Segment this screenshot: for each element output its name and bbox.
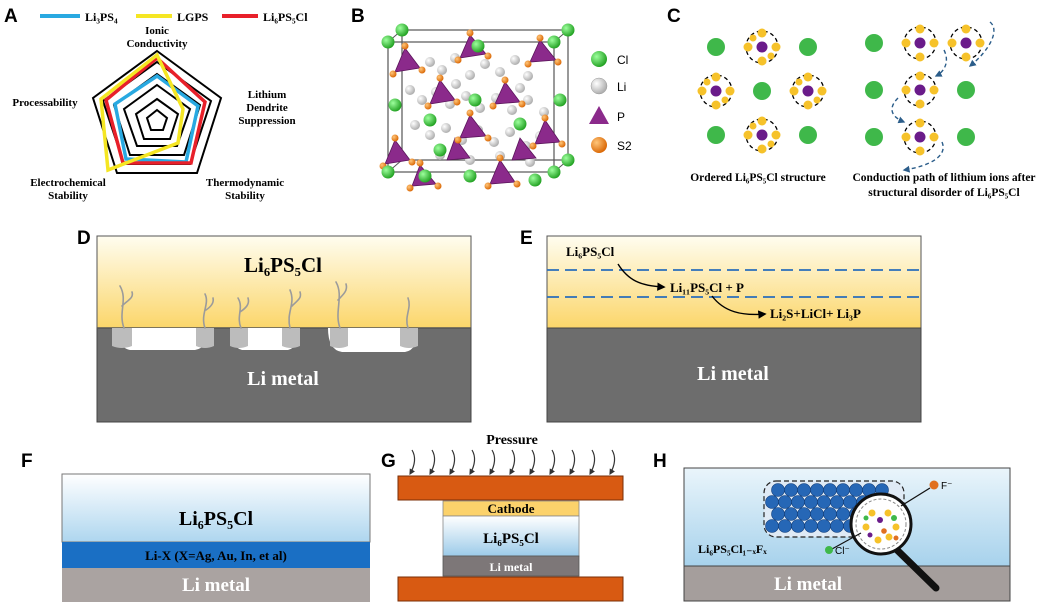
panel-d: D Li₆PS₅Cl Li metal — [77, 228, 472, 423]
caption-disorder-line1: Conduction path of lithium ions after — [852, 172, 1035, 184]
li-metal-layer — [683, 565, 1011, 602]
e-li-metal-label: Li metal — [697, 363, 769, 385]
li-metal-layer — [442, 555, 580, 577]
g-electrolyte-label: Li₆PS₅Cl — [483, 531, 539, 547]
legend-p-label: P — [617, 110, 625, 124]
panel-f-label: F — [21, 451, 33, 472]
legend-li-label: Li — [617, 80, 626, 94]
crystal-structure-image — [379, 23, 575, 192]
panel-a: A Li₃PS₄ LGPS Li₆PS₅Cl Ionic Conductivit… — [4, 6, 308, 202]
panel-b-legend: Cl Li P S2 — [589, 51, 632, 153]
chloride-marker — [825, 546, 833, 554]
axis-conductivity: Conductivity — [126, 38, 188, 50]
reaction-arrow-2 — [711, 295, 767, 319]
axis-dendrite: Dendrite — [246, 102, 288, 114]
g-cathode-label: Cathode — [488, 501, 535, 516]
panel-h: H F⁻ — [653, 451, 1011, 602]
h-li-metal-label: Li metal — [774, 574, 842, 595]
disordered-conduction-diagram — [865, 21, 995, 173]
legend-cl-label: Cl — [617, 53, 628, 67]
legend-cl-swatch — [591, 51, 607, 67]
legend-lgps-label: LGPS — [177, 10, 209, 24]
caption-disorder-line2: structural disorder of Li₆PS₅Cl — [868, 187, 1019, 199]
e-products-label: Li₂S+LiCl+ Li₃P — [770, 306, 861, 321]
panel-h-label: H — [653, 451, 667, 472]
legend-s2-label: S2 — [617, 139, 632, 153]
panel-f: F Li₆PS₅Cl Li-X (X=Ag, Au, In, et al) Li… — [21, 451, 371, 602]
f-electrolyte-label: Li₆PS₅Cl — [179, 508, 254, 530]
li-metal-layer — [62, 568, 370, 602]
h-chloride-label: Cl⁻ — [835, 546, 850, 557]
f-interlayer-label: Li-X (X=Ag, Au, In, et al) — [145, 548, 287, 563]
legend-li3ps4-label: Li₃PS₄ — [85, 10, 118, 24]
chloride-pointer — [831, 532, 862, 550]
caption-ordered: Ordered Li₆PS₅Cl structure — [690, 172, 826, 184]
axis-electrochemical: Electrochemical — [30, 177, 106, 189]
electrolyte-layer — [96, 235, 472, 329]
g-pressure-label: Pressure — [486, 433, 538, 448]
panel-c: C — [667, 6, 1036, 199]
bottom-pressure-plate — [397, 576, 624, 602]
dendrite-filaments — [119, 281, 410, 329]
g-li-metal-label: Li metal — [490, 560, 534, 574]
panel-a-legend: Li₃PS₄ LGPS Li₆PS₅Cl — [40, 10, 308, 24]
pressure-arrows — [409, 449, 616, 476]
panel-e: E Li₆PS₅Cl Li₁₁PS₅Cl + P Li₂S+LiCl+ Li₃P… — [520, 228, 922, 423]
axis-electro-stability: Stability — [48, 190, 88, 202]
panel-g-label: G — [381, 451, 396, 472]
panel-c-label: C — [667, 6, 681, 27]
axis-lithium: Lithium — [248, 89, 287, 101]
axis-thermo-stability: Stability — [225, 190, 265, 202]
panel-d-label: D — [77, 228, 91, 249]
h-fluoride-label: F⁻ — [941, 481, 952, 492]
legend-p-swatch — [589, 106, 609, 124]
axis-suppression: Suppression — [238, 115, 295, 127]
series-li6ps5cl-polygon — [104, 55, 207, 165]
legend-li-swatch — [590, 77, 608, 95]
axis-processability: Processability — [12, 97, 78, 109]
d-li-metal-label: Li metal — [247, 368, 319, 390]
axis-ionic: Ionic — [145, 25, 169, 37]
alloy-interlayer — [62, 542, 370, 568]
e-electrolyte-label: Li₆PS₅Cl — [566, 244, 615, 259]
electrolyte-layer — [546, 235, 922, 329]
void-pockets — [118, 328, 418, 352]
fluoride-marker — [929, 480, 939, 490]
legend-li6ps5cl-label: Li₆PS₅Cl — [263, 10, 308, 24]
h-electrolyte-label: Li₆PS₅Cl₁₋ₓFₓ — [698, 542, 767, 556]
e-intermediate-label: Li₁₁PS₅Cl + P — [670, 280, 744, 295]
magnifier-icon — [849, 487, 940, 592]
d-electrolyte-label: Li₆PS₅Cl — [244, 253, 322, 277]
electrolyte-layer — [61, 473, 371, 543]
axis-thermodynamic: Thermodynamic — [206, 177, 284, 189]
panel-b: B — [351, 6, 632, 192]
panel-b-label: B — [351, 6, 365, 27]
ordered-structure-diagram — [697, 28, 827, 154]
panel-e-label: E — [520, 228, 533, 249]
reaction-arrow-1 — [617, 263, 666, 291]
li-metal-layer — [546, 327, 922, 423]
panel-g: G Pressure Cathode Li₆PS₅Cl Li metal — [381, 433, 624, 602]
panel-a-label: A — [4, 6, 18, 27]
top-pressure-plate — [397, 475, 624, 501]
series-lgps-polygon — [99, 52, 185, 173]
dendrite-roots — [112, 328, 418, 348]
f-li-metal-label: Li metal — [182, 575, 250, 596]
radar-axis-labels: Ionic Conductivity Lithium Dendrite Supp… — [12, 25, 295, 202]
series-li3ps4-polygon — [113, 73, 200, 164]
legend-s2-swatch — [591, 137, 607, 153]
